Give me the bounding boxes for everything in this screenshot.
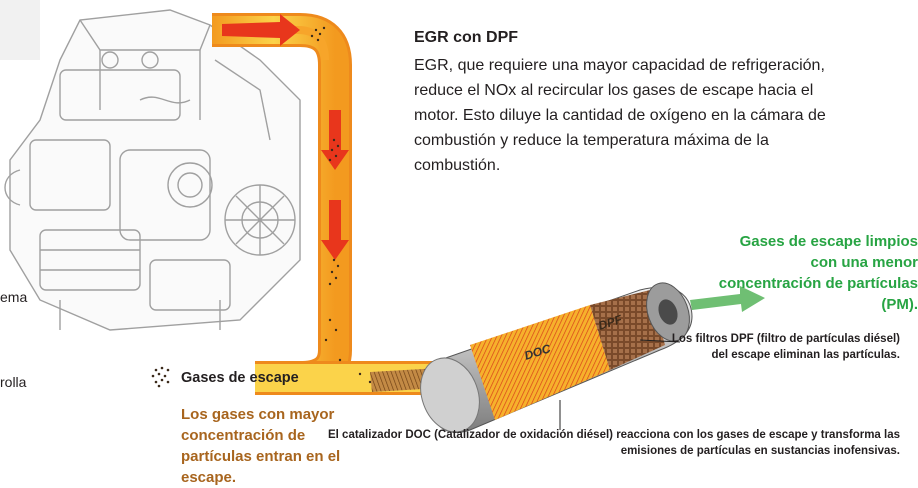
leader-lines <box>559 339 681 430</box>
cut-text-1: ema <box>0 289 28 305</box>
doc-dpf-canister: DOC DPF <box>420 282 693 433</box>
doc-note: El catalizador DOC (Catalizador de oxida… <box>327 429 900 457</box>
egr-title: EGR con DPF <box>414 29 519 46</box>
cut-text-2: rolla <box>0 374 27 390</box>
egr-description: EGR, que requiere una mayor capacidad de… <box>414 57 826 174</box>
gas-legend-body: Los gases con mayor concentración de par… <box>181 406 341 486</box>
particle-dots <box>310 26 372 384</box>
gas-legend-icon <box>151 366 170 388</box>
clean-gas-label: Gases de escape limpios con una menor co… <box>718 233 918 313</box>
gas-legend-title: Gases de escape <box>181 370 299 386</box>
dpf-note: Los filtros DPF (filtro de partículas di… <box>671 333 900 361</box>
engine-illustration <box>0 0 301 331</box>
clean-gas-arrow <box>690 286 765 312</box>
